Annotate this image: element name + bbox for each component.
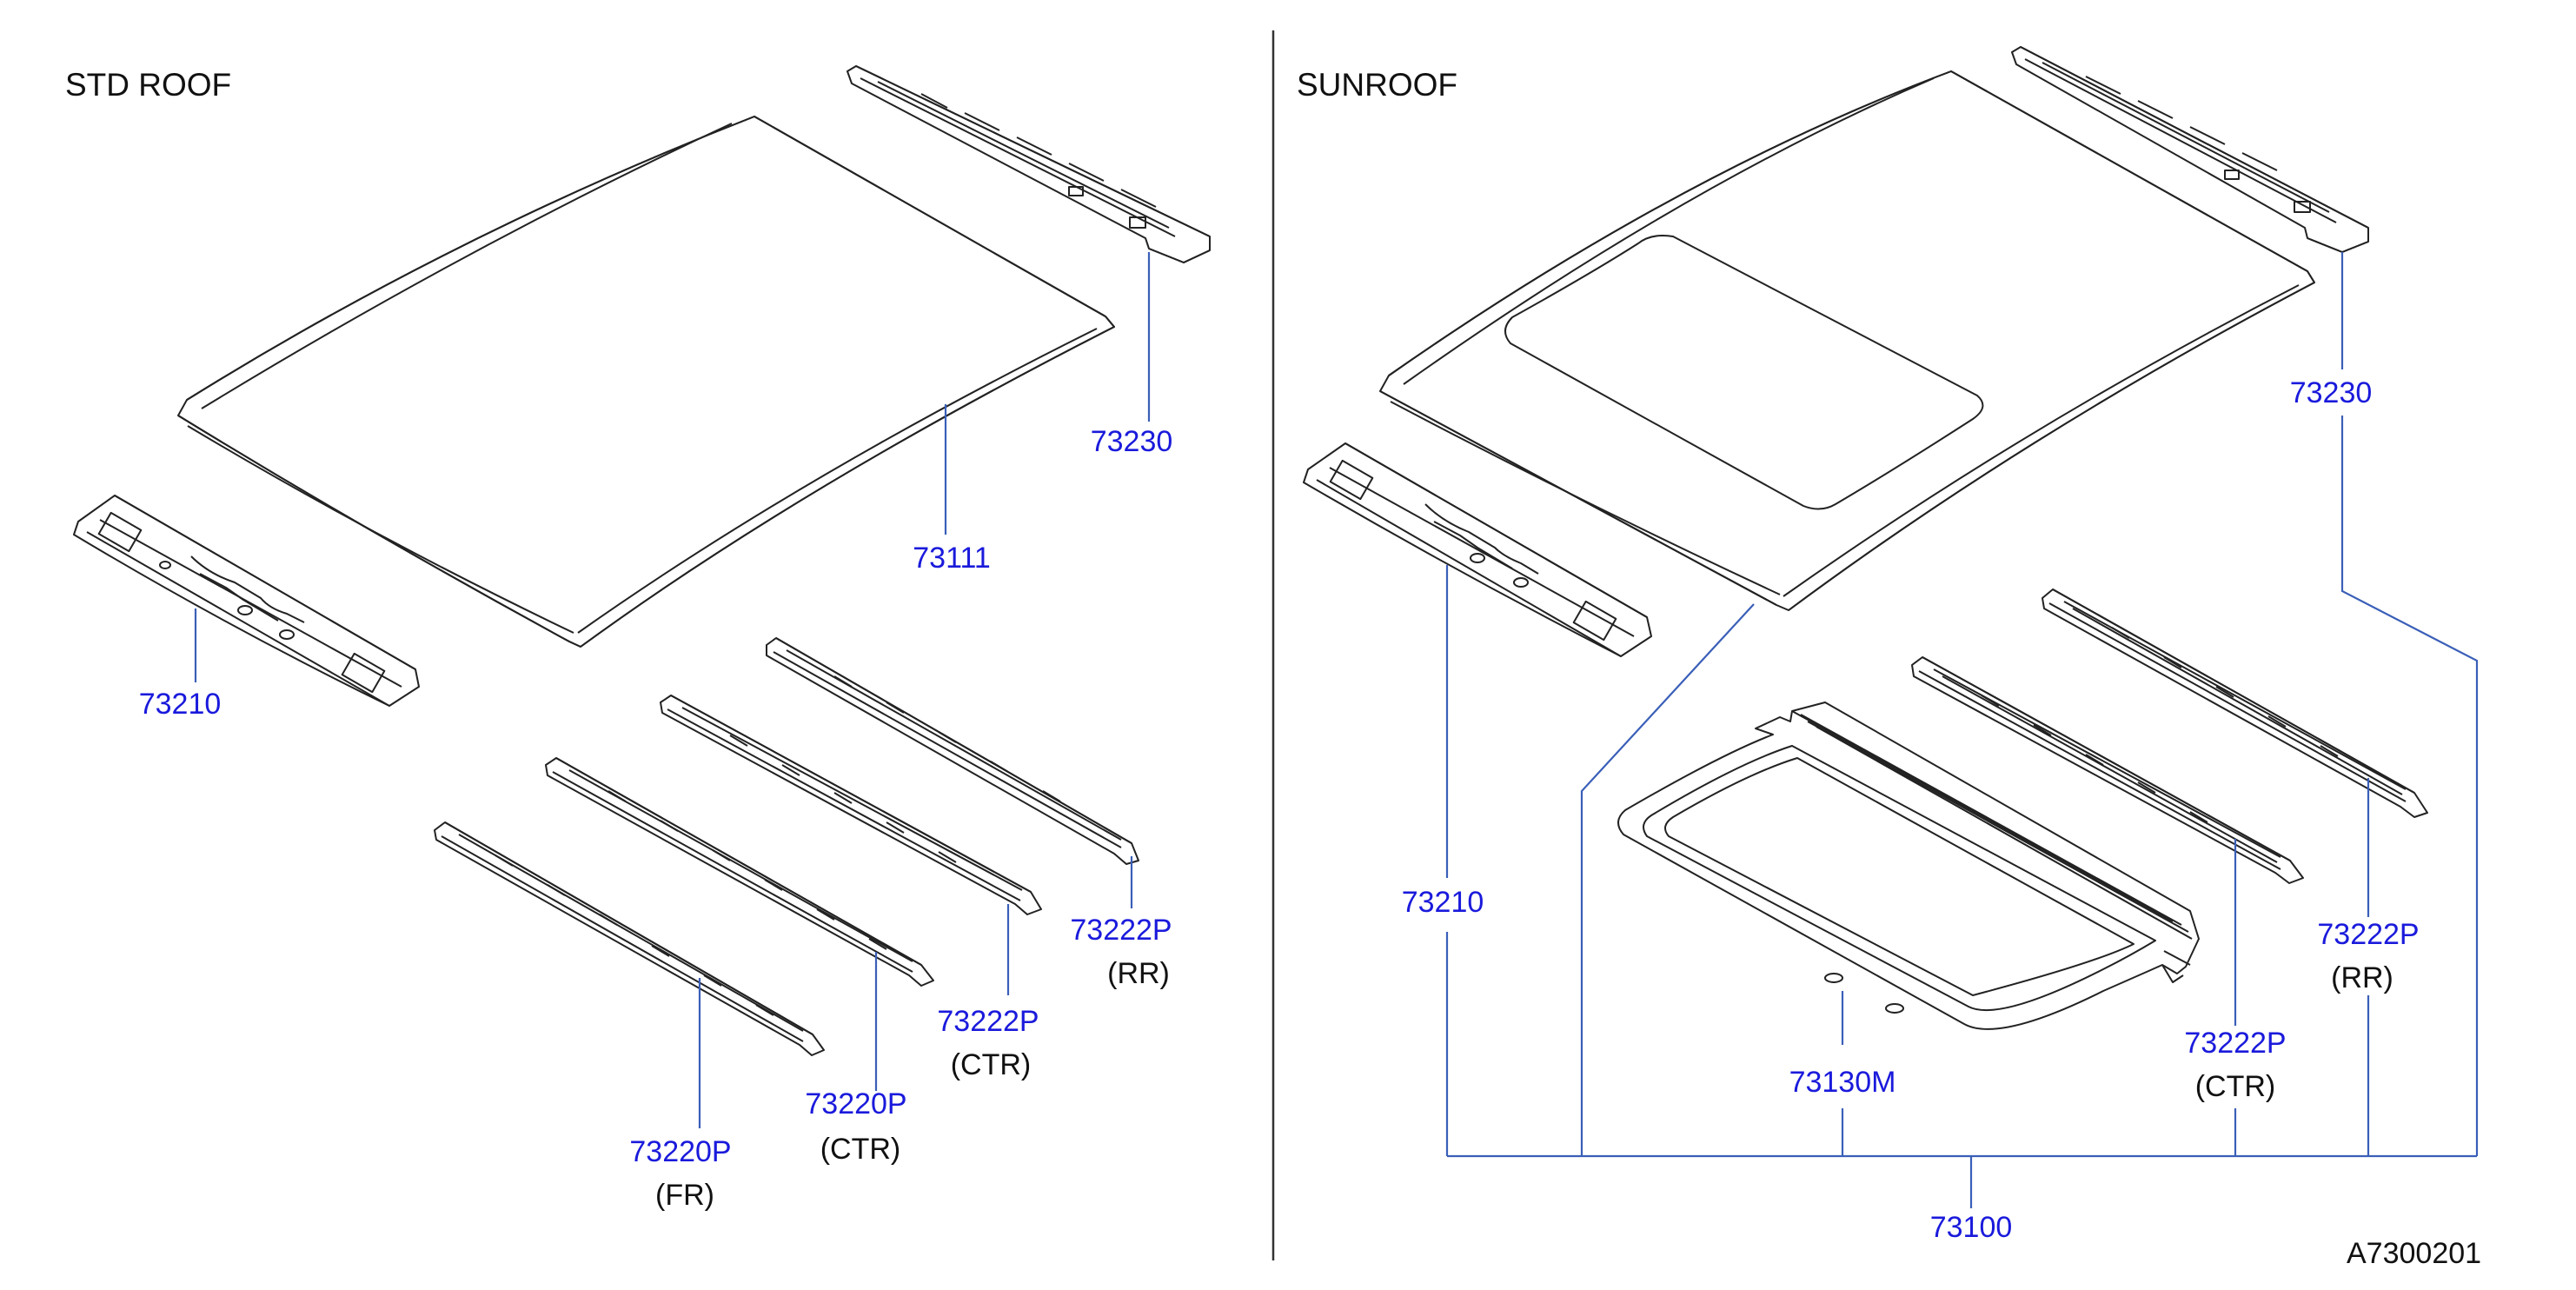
rear-roof-rail-sunroof	[2011, 46, 2369, 253]
std-label-73111[interactable]: 73111	[913, 542, 991, 575]
std-label-73220p-ctr[interactable]: 73220P	[805, 1087, 907, 1120]
roof-panel-sunroof	[1379, 70, 2315, 611]
std-label-73222p-ctr[interactable]: 73222P	[937, 1005, 1039, 1038]
std-label-73230[interactable]: 73230	[1090, 425, 1173, 458]
sun-label-73222p-ctr-position: (CTR)	[2194, 1070, 2276, 1103]
sunroof-leader-lines	[1445, 252, 2479, 1208]
sun-label-73210[interactable]: 73210	[1401, 886, 1484, 919]
std-label-73222p-rr-position: (RR)	[1107, 957, 1170, 990]
sun-label-73222p-ctr[interactable]: 73222P	[2184, 1027, 2287, 1060]
std-label-73220p-fr-position: (FR)	[655, 1179, 714, 1212]
front-roof-rail-sunroof	[1303, 442, 1652, 657]
roof-bow-rr-sunroof	[2042, 588, 2428, 818]
rear-roof-rail-std	[846, 65, 1211, 263]
roof-bow-rr-std	[766, 637, 1139, 865]
sun-label-73222p-rr-position: (RR)	[2331, 961, 2393, 994]
std-label-73220p-ctr-position: (CTR)	[820, 1133, 901, 1166]
diagram-code: A7300201	[2347, 1237, 2482, 1270]
std-label-73220p-fr[interactable]: 73220P	[629, 1135, 732, 1168]
sun-label-73130m[interactable]: 73130M	[1789, 1066, 1896, 1099]
sun-label-73230[interactable]: 73230	[2289, 376, 2373, 409]
std-leader-lines	[194, 252, 1151, 1128]
std-label-73210[interactable]: 73210	[138, 688, 222, 721]
roof-bow-ctr-sunroof	[1911, 656, 2304, 884]
sun-label-73100[interactable]: 73100	[1929, 1211, 2013, 1244]
sunroof-frame	[1617, 702, 2200, 1030]
sunroof-title: SUNROOF	[1297, 67, 1457, 103]
roof-bow-73220p-fr-std	[434, 821, 825, 1056]
std-label-73222p-ctr-position: (CTR)	[950, 1048, 1032, 1081]
sun-label-73222p-rr[interactable]: 73222P	[2317, 918, 2420, 951]
roof-bow-73220p-ctr-std	[545, 757, 934, 987]
std-label-73222p-rr[interactable]: 73222P	[1070, 914, 1172, 947]
std-roof-title: STD ROOF	[65, 67, 232, 103]
roof-panel-std	[177, 116, 1115, 648]
front-roof-rail-std	[73, 495, 420, 707]
roof-bow-ctr-std	[660, 695, 1042, 915]
